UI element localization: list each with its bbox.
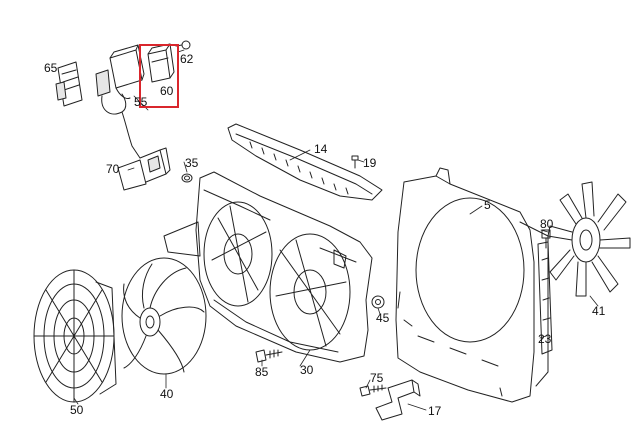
part-40-fan-wheel [121,257,207,375]
highlight-box-part-60 [139,44,179,108]
part-5-shroud [395,167,549,403]
part-60-relay [147,43,175,83]
callout-5[interactable]: 5 [484,198,491,212]
part-30-fan-frame [163,171,373,363]
part-17-bracket [375,379,421,421]
part-41-viscous-fan [547,181,631,297]
part-14-air-guide [227,123,383,201]
callout-17[interactable]: 17 [428,404,442,418]
part-35-grommet [181,173,193,183]
part-45-mount [371,295,385,309]
callout-35[interactable]: 35 [185,156,199,170]
callout-70[interactable]: 70 [106,162,120,176]
callout-75[interactable]: 75 [370,371,384,385]
callout-30[interactable]: 30 [300,363,314,377]
callout-14[interactable]: 14 [314,142,328,156]
callout-62[interactable]: 62 [180,52,194,66]
part-23-bracket [537,241,553,355]
callout-80[interactable]: 80 [540,217,554,231]
part-19-screw [351,155,359,169]
callout-40[interactable]: 40 [160,387,174,401]
part-50-fan-guard [33,269,117,403]
callout-60[interactable]: 60 [160,84,174,98]
part-70-clip-holder [117,147,171,191]
callout-85[interactable]: 85 [255,365,269,379]
callout-41[interactable]: 41 [592,304,606,318]
part-65-bracket [55,61,83,107]
callout-19[interactable]: 19 [363,156,377,170]
callout-55[interactable]: 55 [134,95,148,109]
part-80-bolt [541,229,551,249]
part-85-bolt [255,349,283,363]
callout-50[interactable]: 50 [70,403,84,417]
callout-45[interactable]: 45 [376,311,390,325]
part-75-screw [359,384,387,397]
callout-65[interactable]: 65 [44,61,58,75]
callout-23[interactable]: 23 [538,332,552,346]
